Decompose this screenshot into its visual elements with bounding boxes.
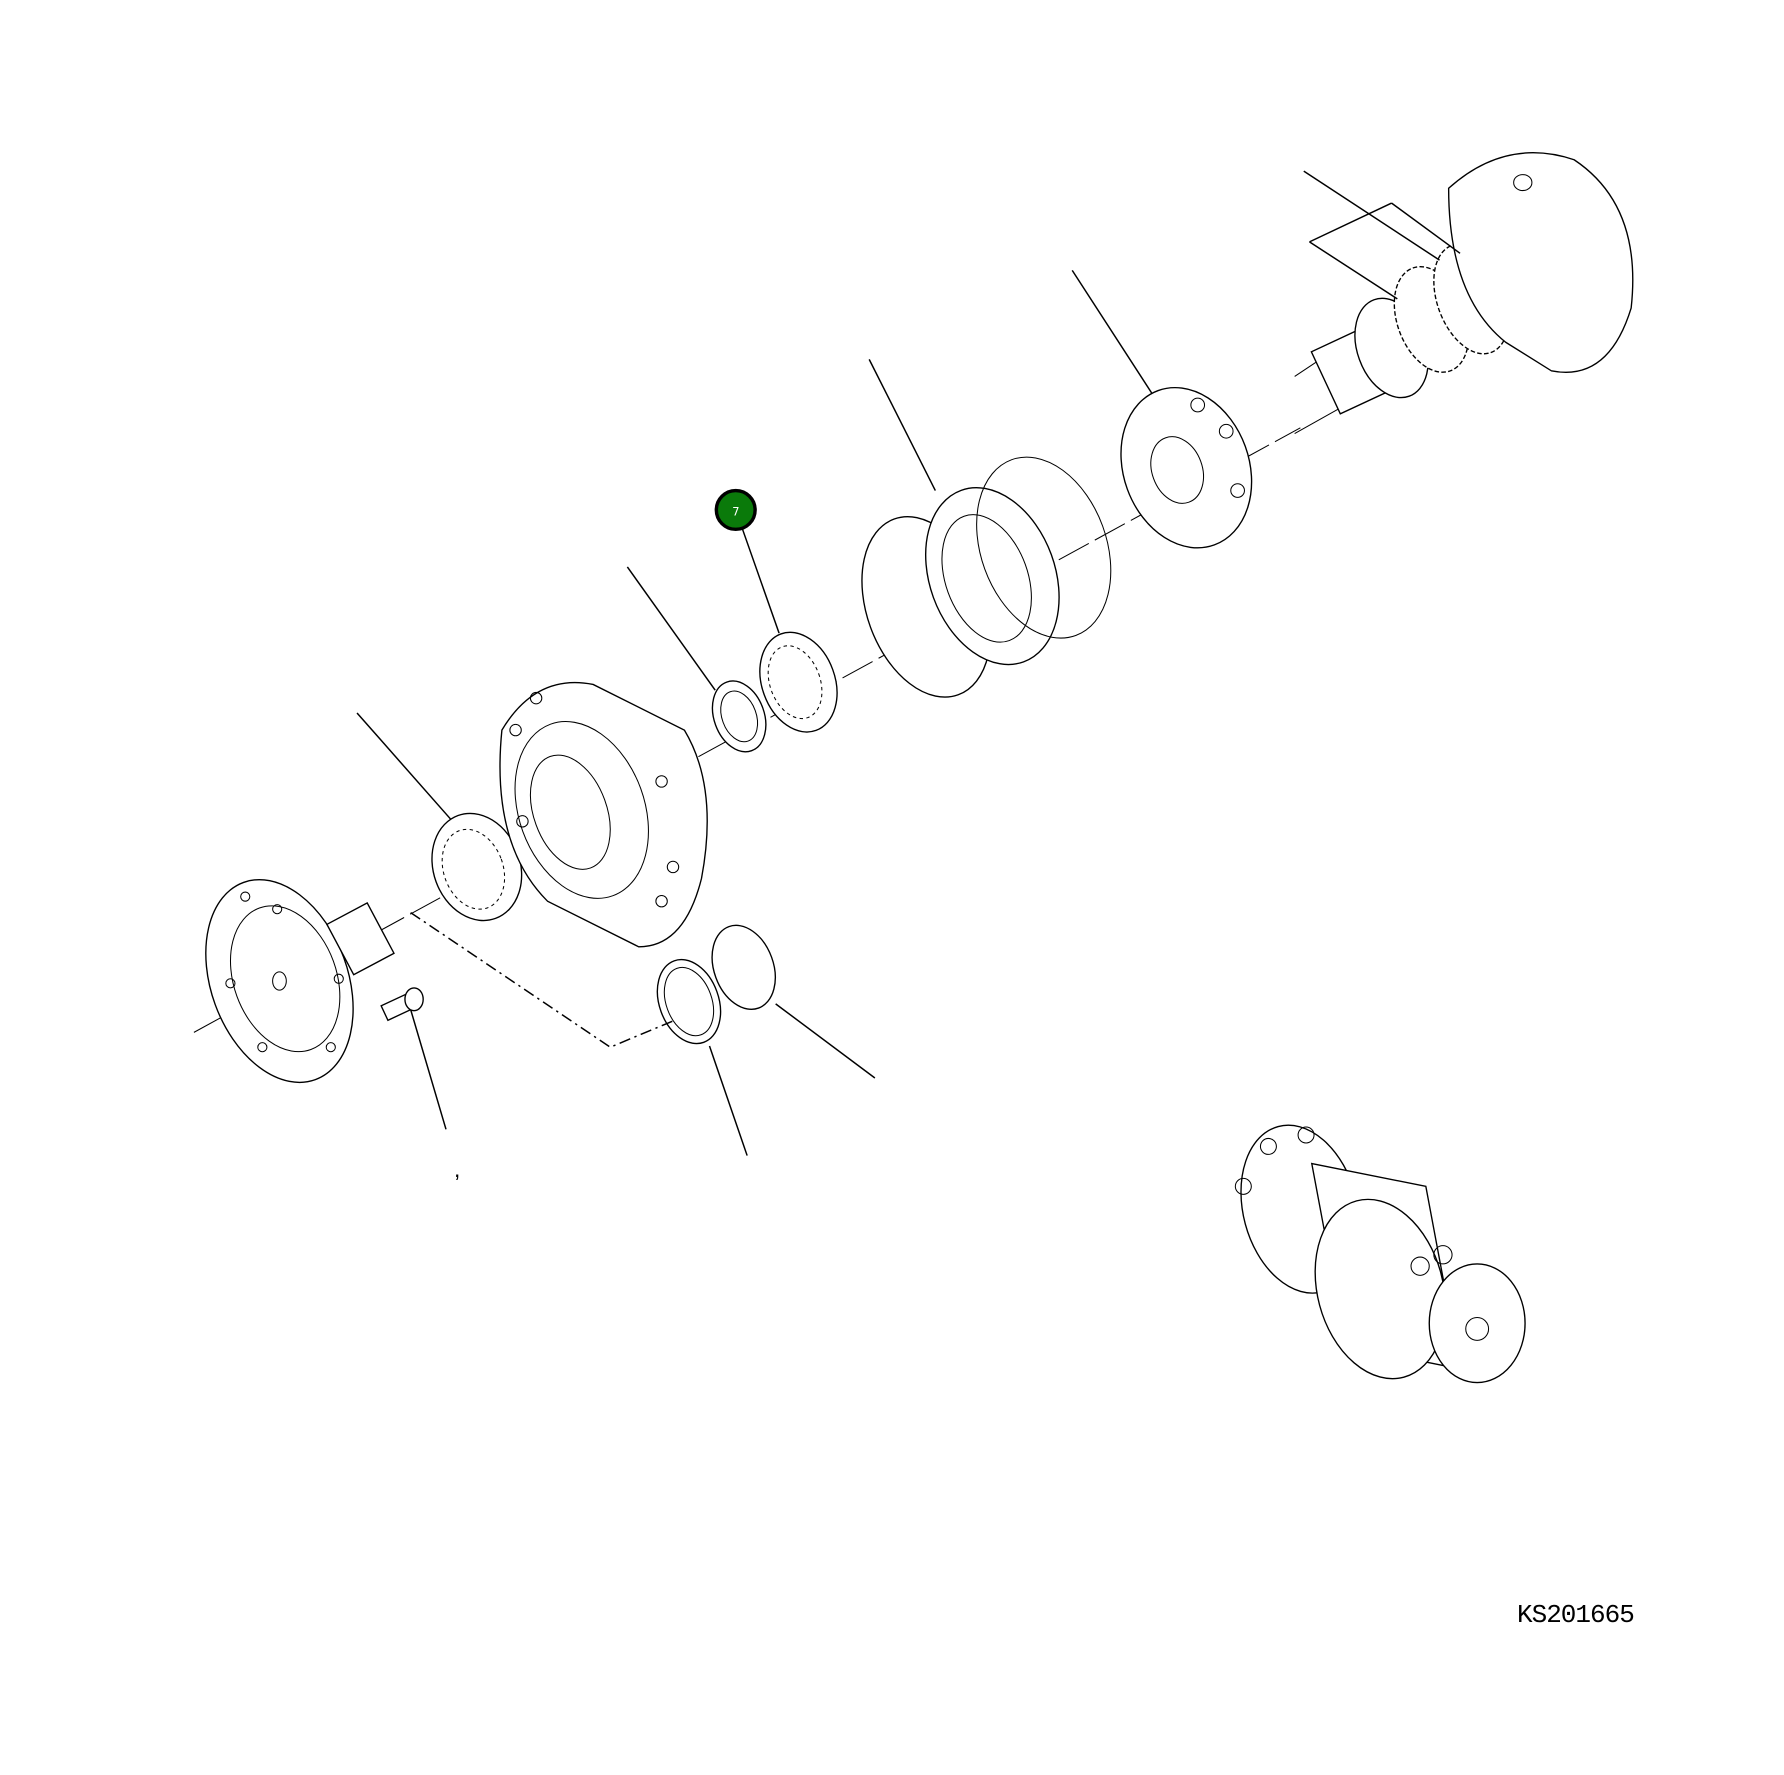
bolt — [380, 987, 424, 1022]
stray-mark: , — [454, 1156, 460, 1182]
cam-ring — [861, 456, 1112, 698]
assembled-motor-view — [1234, 1124, 1526, 1384]
rear-housing — [1447, 152, 1634, 373]
drawing-code: KS201665 — [1517, 1600, 1635, 1630]
callout-label: 7 — [732, 505, 739, 519]
cylinder-block — [1120, 386, 1253, 549]
shim-ring — [711, 680, 767, 753]
housing — [499, 681, 708, 948]
bearing-inner — [759, 631, 838, 733]
output-flange-shaft — [205, 878, 395, 1084]
bearing-outer — [431, 812, 523, 922]
leader-lines — [356, 170, 1461, 1156]
callout-badge-7[interactable]: 7 — [714, 488, 757, 532]
seal-ring — [656, 924, 776, 1045]
